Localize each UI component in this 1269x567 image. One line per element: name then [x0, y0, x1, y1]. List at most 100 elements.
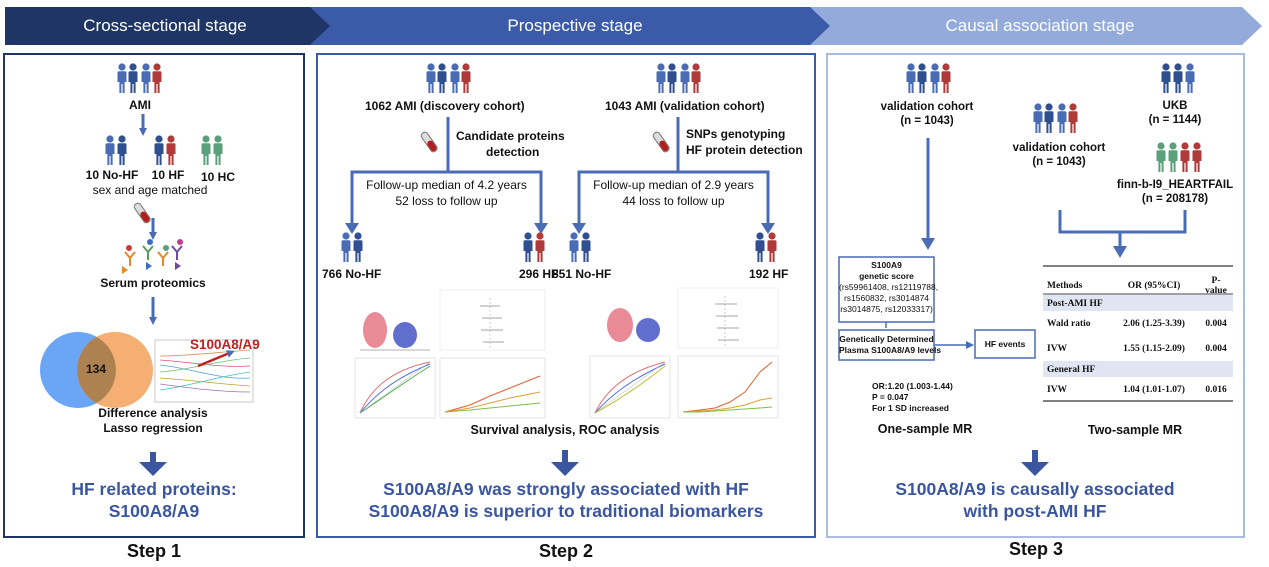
score-snps-line2: rs1560832, rs3014874 — [843, 293, 930, 303]
validation-km-plot — [677, 355, 779, 419]
stage3-chevron — [810, 7, 1262, 45]
two-sample-cohort-line1: validation cohort — [1012, 142, 1106, 154]
stage2-title: Prospective stage — [507, 16, 643, 35]
hc-label: 10 HC — [200, 170, 235, 184]
mr-row1-or: 2.06 (1.25-3.39) — [1123, 319, 1185, 329]
stage1-chevron — [5, 7, 338, 45]
mr-row2-p: 0.004 — [1205, 344, 1227, 354]
step2-label: Step 2 — [538, 541, 594, 561]
venn-diagram — [40, 332, 153, 408]
step1-label: Step 1 — [126, 541, 182, 561]
discovery-violin-plot — [355, 290, 435, 351]
finn-people-icon — [1156, 142, 1202, 172]
mr-row2-method: IVW — [1047, 344, 1068, 354]
discovery-cohort-label: 1062 AMI (discovery cohort) — [365, 99, 525, 113]
score-snps-line1: (rs59961408, rs12119788, — [839, 282, 939, 292]
step1-conclusion: HF related proteins: S100A8/A9 — [20, 478, 288, 522]
disc-hf-icon — [523, 232, 545, 262]
hf-events-label: HF events — [984, 339, 1026, 349]
two-sample-validation-people-icon — [1033, 103, 1078, 133]
genetic-score-box — [838, 256, 935, 323]
ukb-line2: (n = 1144) — [1148, 114, 1202, 126]
hf-people-icon — [154, 135, 176, 165]
stage-banner — [5, 7, 1262, 45]
candidate-line2: detection — [486, 145, 540, 159]
lasso-plot — [154, 339, 254, 403]
snp-line1: SNPs genotyping — [686, 127, 786, 141]
analysis-text: Difference analysis Lasso regression — [60, 406, 246, 436]
test-tube-icon — [133, 202, 151, 224]
mr-section-postami: Post-AMI HF — [1047, 299, 1103, 309]
finn-line2: (n = 208178) — [1141, 193, 1209, 205]
test-tube-icon-2 — [420, 131, 438, 153]
venn-number: 134 — [85, 362, 107, 376]
antibody-icon — [122, 239, 183, 274]
survival-analysis-label: Survival analysis, ROC analysis — [470, 423, 660, 437]
gd-text: Genetically Determined Plasma S100A8/A9 … — [839, 334, 942, 356]
candidate-line1: Candidate proteins — [456, 129, 565, 143]
nohf-people-icon — [105, 135, 127, 165]
disc-nohf-label: 766 No-HF — [322, 267, 382, 281]
disc-hf-label: 296 HF — [519, 267, 559, 281]
one-sample-cohort: validation cohort (n = 1043) — [868, 100, 986, 128]
stage3-title: Causal association stage — [945, 16, 1135, 35]
ukb-line1: UKB — [1162, 100, 1188, 112]
ukb-cohort: UKB (n = 1144) — [1140, 99, 1210, 127]
mr-row2-or: 1.55 (1.15-2.09) — [1123, 344, 1185, 354]
validation-forest-plot — [677, 287, 779, 349]
disc-nohf-icon — [341, 232, 363, 262]
or-line3: For 1 SD increased — [872, 403, 950, 413]
discovery-people-icon — [426, 63, 471, 93]
candidate-text: Candidate proteins detection — [456, 128, 565, 160]
val-nohf-icon — [569, 232, 591, 262]
mr-row3-p: 0.016 — [1205, 385, 1227, 395]
lasso-label: S100A8/A9 — [190, 337, 260, 352]
mr-header-methods: Methods — [1047, 281, 1083, 291]
one-sample-cohort-line1: validation cohort — [880, 101, 974, 113]
discovery-roc-plot — [354, 357, 436, 419]
two-sample-mr-label: Two-sample MR — [1087, 423, 1183, 437]
nohf-label: 10 No-HF — [85, 168, 139, 182]
hf-events-box — [974, 329, 1036, 359]
step3-panel — [826, 53, 1245, 538]
score-title-line2: genetic score — [859, 271, 914, 281]
followup-val: Follow-up median of 2.9 years 44 loss to… — [579, 177, 768, 209]
followup-disc: Follow-up median of 4.2 years 52 loss to… — [352, 177, 541, 209]
ukb-people-icon — [1161, 63, 1195, 93]
or-text: OR:1.20 (1.003-1.44) P = 0.047 For 1 SD … — [872, 381, 953, 414]
ami-group-icon — [117, 63, 162, 93]
two-sample-cohort-line2: (n = 1043) — [1032, 156, 1086, 168]
validation-roc-plot — [589, 355, 671, 419]
followup-disc-line2: 52 loss to follow up — [395, 194, 498, 208]
step2-conclusion: S100A8/A9 was strongly associated with H… — [325, 478, 807, 522]
mr-header-or: OR (95%CI) — [1127, 281, 1181, 291]
validation-people-icon — [656, 63, 701, 93]
step2-conclusion-line2: S100A8/A9 is superior to traditional bio… — [368, 501, 764, 521]
two-sample-cohort: validation cohort (n = 1043) — [1000, 141, 1118, 169]
step1-conclusion-line2: S100A8/A9 — [108, 501, 200, 521]
mr-row1-p: 0.004 — [1205, 319, 1227, 329]
mr-row3-or: 1.04 (1.01-1.07) — [1123, 385, 1185, 395]
step1-conclusion-line1: HF related proteins: — [71, 479, 237, 499]
analysis-line2: Lasso regression — [103, 421, 203, 435]
hf-label: 10 HF — [151, 168, 185, 182]
ami-label: AMI — [129, 98, 151, 112]
followup-disc-line1: Follow-up median of 4.2 years — [366, 178, 527, 192]
score-title-line1: S100A9 — [871, 260, 902, 270]
stage1-title: Cross-sectional stage — [83, 16, 247, 35]
test-tube-icon-3 — [652, 131, 670, 153]
followup-val-line1: Follow-up median of 2.9 years — [593, 178, 754, 192]
proteomics-label: Serum proteomics — [100, 276, 206, 290]
gd-line2: Plasma S100A8/A9 levels — [839, 345, 942, 355]
mr-row1-method: Wald ratio — [1047, 319, 1091, 329]
gd-line1: Genetically Determined — [839, 334, 934, 344]
stage2-chevron — [310, 7, 838, 45]
validation-violin-plot — [590, 288, 670, 348]
step3-conclusion-line2: with post-AMI HF — [963, 501, 1107, 521]
or-line1: OR:1.20 (1.003-1.44) — [872, 381, 953, 391]
mr-table: Methods OR (95%CI) P-value Post-AMI HF W… — [1043, 276, 1233, 402]
mr-row3-method: IVW — [1047, 385, 1068, 395]
matched-label: sex and age matched — [92, 183, 208, 197]
genetically-determined-box — [838, 329, 935, 361]
